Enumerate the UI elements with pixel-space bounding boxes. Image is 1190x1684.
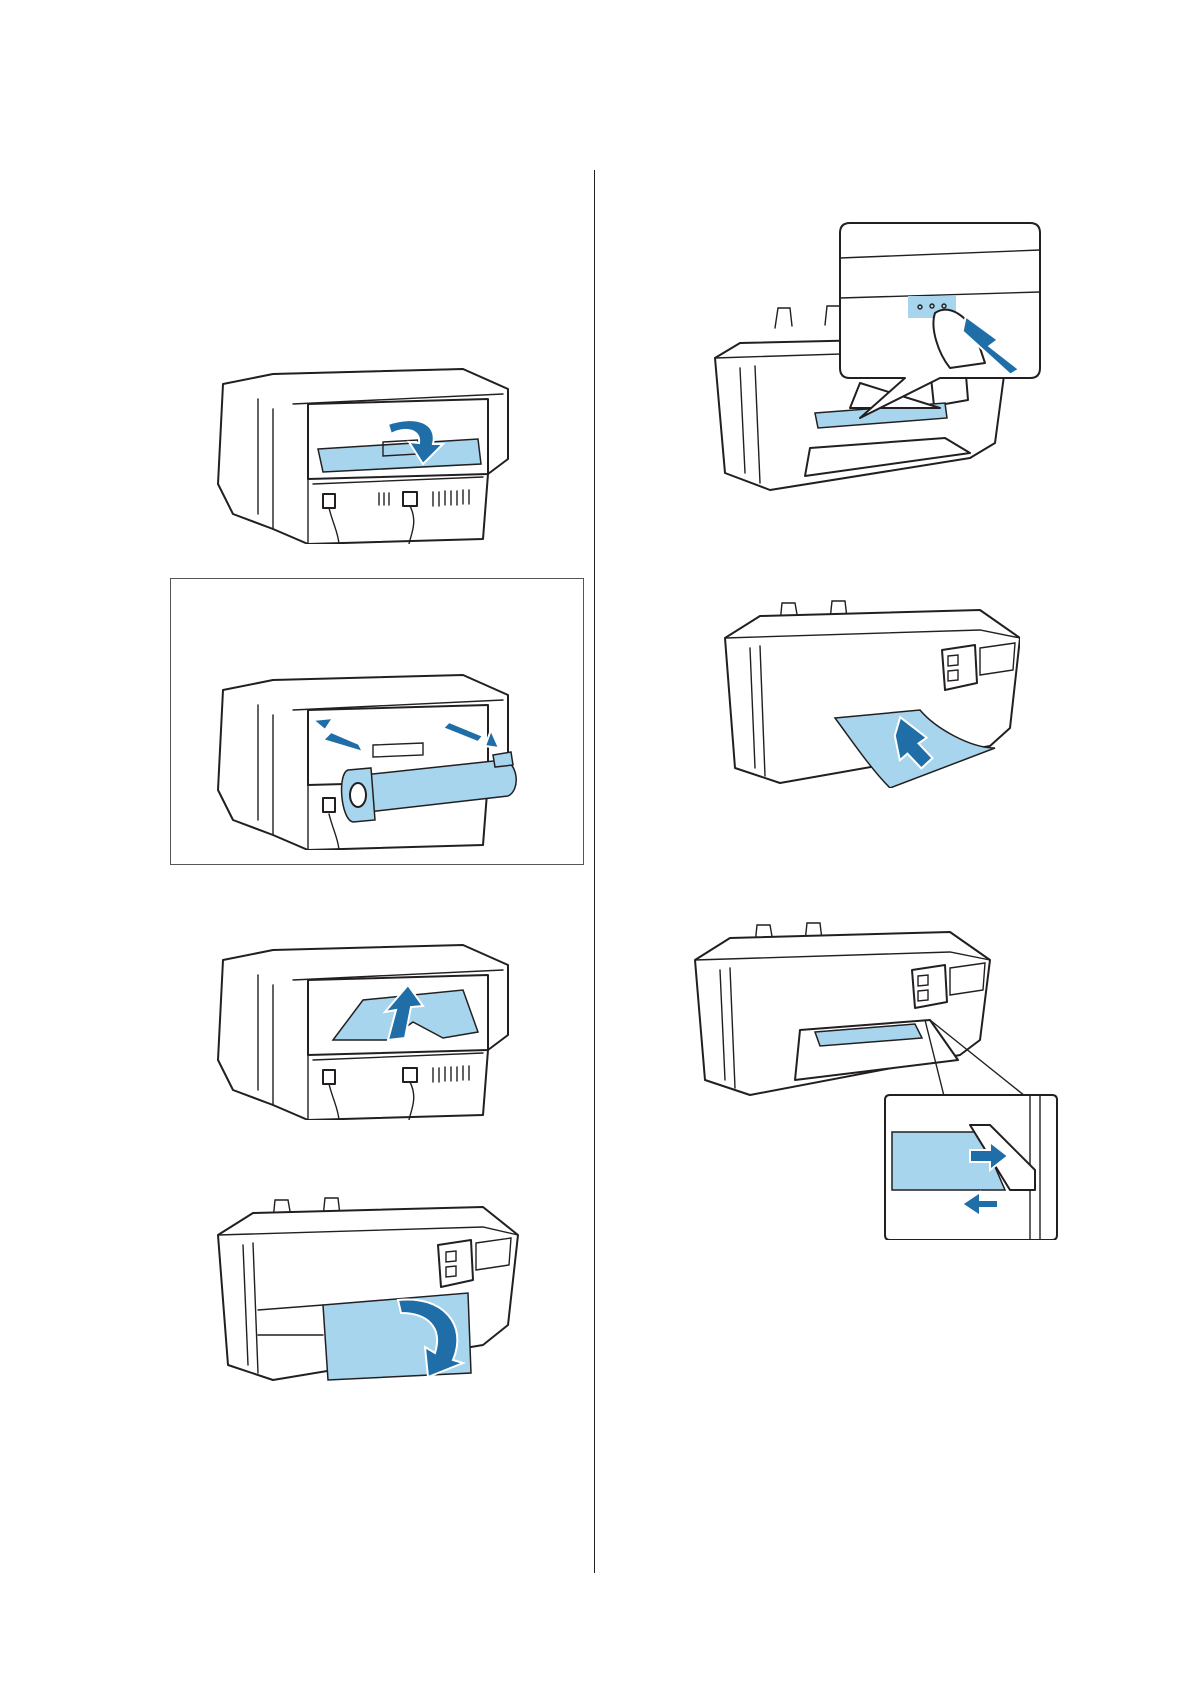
- printer-control-button-press-illustration: [710, 218, 1045, 508]
- column-divider: [594, 170, 595, 1573]
- printer-rear-roll-paper-illustration: [213, 670, 543, 850]
- printer-front-tray-insert-illustration: [690, 920, 1060, 1240]
- printer-rear-open-cover-illustration: [213, 364, 513, 544]
- printer-front-sheet-insert-illustration: [720, 598, 1020, 788]
- printer-front-open-cover-illustration: [213, 1195, 523, 1385]
- printer-rear-paper-removal-illustration: [213, 940, 513, 1120]
